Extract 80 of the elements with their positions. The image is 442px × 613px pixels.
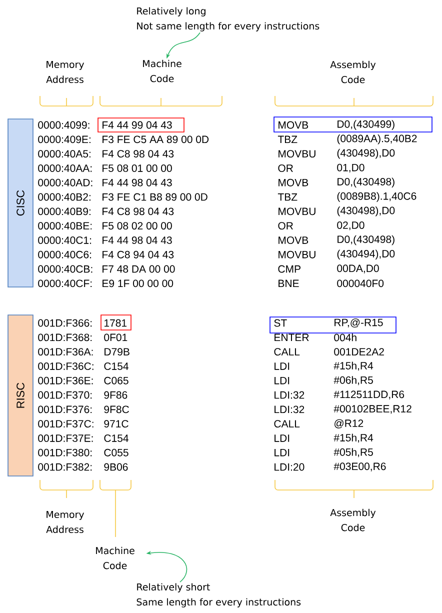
operand-text: @R12 bbox=[334, 419, 364, 428]
machine-code-text: C154 bbox=[104, 434, 128, 442]
mnemonic-text: MOVB bbox=[278, 236, 308, 244]
mnemonic-text: MOVBU bbox=[278, 250, 316, 258]
machine-code-text: C065 bbox=[104, 376, 128, 384]
label-band: RISC bbox=[8, 314, 34, 476]
operand-text: D0,(430498) bbox=[338, 235, 394, 246]
machine-code-text: F3 FE C1 B8 89 00 0D bbox=[102, 193, 208, 201]
mnemonic-text: OR bbox=[278, 222, 293, 230]
column-heading: Assembly Code bbox=[330, 60, 376, 84]
column-heading: Assembly Code bbox=[330, 508, 376, 532]
operand-text: #15h,R4 bbox=[334, 434, 374, 443]
mnemonic-text: CMP bbox=[278, 265, 300, 273]
mnemonic-text: LDI bbox=[274, 377, 290, 384]
column-heading: Memory Address bbox=[46, 510, 84, 534]
mnemonic-text: MOVB bbox=[278, 121, 308, 129]
operand-text: 01,D0 bbox=[337, 164, 364, 173]
operand-text: D0,(430498) bbox=[338, 178, 394, 188]
machine-code-text: F4 C8 94 04 43 bbox=[102, 250, 174, 258]
note-text: Relatively long Not same length for every instructions bbox=[137, 7, 320, 32]
mnemonic-text: CALL bbox=[274, 348, 300, 356]
mnemonic-text: LDI bbox=[274, 362, 290, 370]
mnemonic-text: LDI:20 bbox=[274, 463, 304, 471]
operand-text: 02,D0 bbox=[337, 221, 364, 230]
mnemonic-text: CALL bbox=[274, 420, 300, 428]
machine-code-text: 9F8C bbox=[104, 406, 129, 414]
machine-code-text: F5 08 02 00 00 bbox=[102, 222, 172, 230]
machine-code-text: F4 44 99 04 43 bbox=[102, 121, 172, 129]
machine-code-text: D79B bbox=[104, 348, 130, 356]
operand-text: 00DA,D0 bbox=[337, 264, 379, 274]
machine-code-text: F5 08 01 00 00 bbox=[102, 164, 172, 172]
operand-text: (0089B8).1,40C6 bbox=[337, 192, 416, 202]
operand-text: 000040F0 bbox=[337, 280, 384, 288]
mnemonic-text: TBZ bbox=[278, 193, 298, 201]
mnemonic-text: BNE bbox=[278, 280, 299, 288]
operand-text: #00102BEE,R12 bbox=[334, 405, 412, 414]
column-heading: Machine Code bbox=[96, 546, 134, 570]
address-text: 0000:40CF: bbox=[38, 280, 92, 288]
operand-text: #05h,R5 bbox=[334, 448, 373, 458]
operand-text: (430494),D0 bbox=[337, 250, 395, 260]
mnemonic-text: MOVBU bbox=[278, 150, 316, 158]
machine-code-text: F7 48 DA 00 00 bbox=[102, 265, 175, 273]
operand-text: #112511DD,R6 bbox=[334, 390, 404, 400]
operand-text: RP,@-R15 bbox=[334, 318, 383, 328]
machine-code-text: 971C bbox=[104, 420, 128, 428]
note-text: Relatively short Same length for every instructions bbox=[136, 583, 301, 608]
mnemonic-text: TBZ bbox=[278, 136, 298, 144]
machine-code-text: F4 C8 98 04 43 bbox=[102, 208, 174, 216]
machine-code-text: C055 bbox=[104, 448, 128, 456]
operand-text: 001DE2A2 bbox=[334, 348, 384, 356]
machine-code-text: F3 FE C5 AA 89 00 0D bbox=[102, 136, 209, 144]
operand-text: (430498),D0 bbox=[337, 206, 395, 216]
mnemonic-text: ENTER bbox=[274, 334, 309, 342]
machine-code-text: 0F01 bbox=[104, 334, 128, 342]
machine-code-text: 9B06 bbox=[104, 463, 128, 471]
operand-text: #15h,R4 bbox=[334, 362, 374, 371]
mnemonic-text: LDI:32 bbox=[274, 406, 304, 414]
operand-text: (0089AA).5,40B2 bbox=[337, 134, 417, 144]
label-band: CISC bbox=[8, 118, 34, 288]
mnemonic-text: LDI:32 bbox=[274, 391, 304, 399]
column-heading: Memory Address bbox=[46, 60, 84, 84]
mnemonic-text: OR bbox=[278, 164, 293, 172]
mnemonic-text: LDI bbox=[274, 434, 290, 442]
operand-text: 004h bbox=[334, 334, 356, 342]
mnemonic-text: MOVB bbox=[278, 178, 308, 186]
machine-code-text: F4 C8 98 04 43 bbox=[102, 150, 174, 158]
mnemonic-text: LDI bbox=[274, 449, 290, 456]
column-heading: Machine Code bbox=[143, 60, 182, 82]
machine-code-text: F4 44 98 04 43 bbox=[102, 178, 172, 186]
operand-text: D0,(430499) bbox=[338, 120, 394, 130]
machine-code-text: E9 1F 00 00 00 bbox=[102, 280, 174, 288]
operand-text: #06h,R5 bbox=[334, 376, 373, 386]
mnemonic-text: MOVBU bbox=[278, 208, 316, 216]
mnemonic-text: ST bbox=[274, 319, 287, 327]
machine-code-text: 1781 bbox=[104, 319, 127, 327]
machine-code-text: F4 44 98 04 43 bbox=[102, 236, 172, 244]
operand-text: #03E00,R6 bbox=[334, 462, 386, 472]
operand-text: (430498),D0 bbox=[337, 148, 395, 159]
machine-code-text: C154 bbox=[104, 362, 128, 370]
machine-code-text: 9F86 bbox=[104, 391, 128, 399]
